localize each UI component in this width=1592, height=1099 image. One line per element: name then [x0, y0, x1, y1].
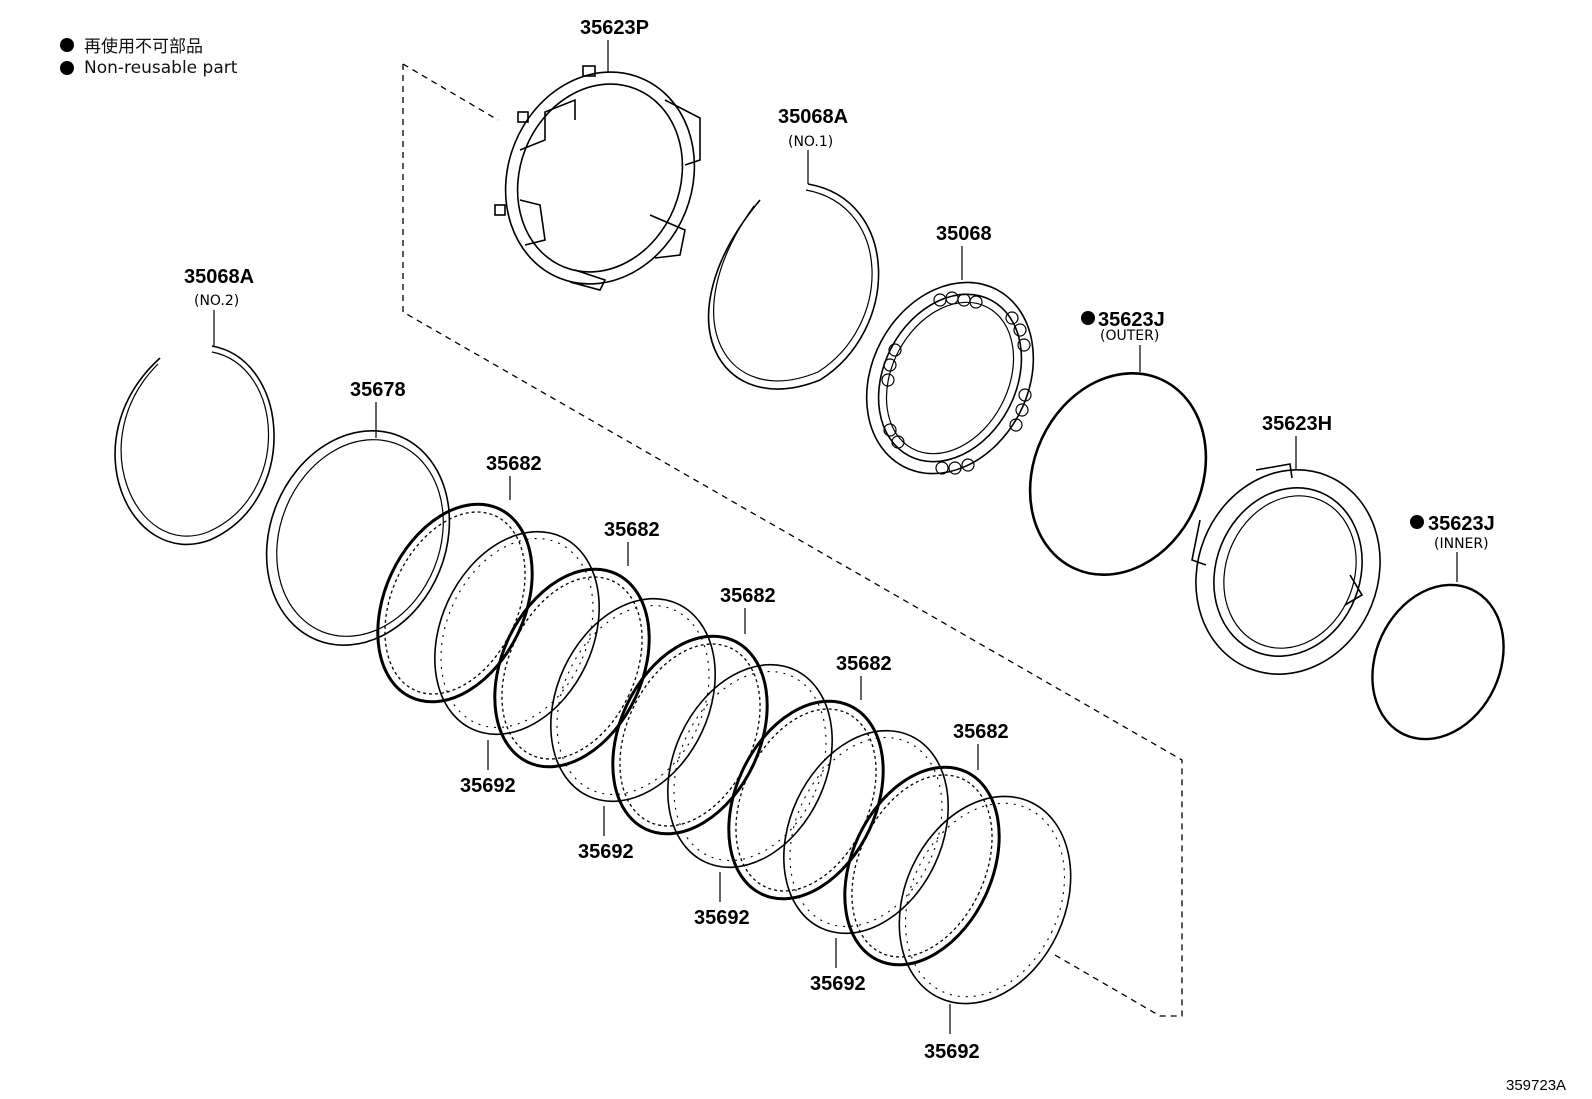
label-35692: 35692	[460, 775, 516, 797]
part-35623P-drum	[494, 65, 701, 291]
figure-id: 359723A	[1506, 1077, 1566, 1094]
clutch-plate-35692	[667, 663, 833, 869]
leader-lines	[213, 40, 1458, 1034]
part-35678-flange	[265, 430, 451, 646]
legend-row-en: Non-reusable part	[60, 58, 237, 78]
clutch-plate-35692	[783, 729, 949, 935]
part-35623J-outer-o-ring	[1028, 371, 1208, 577]
label-35682: 35682	[836, 653, 892, 675]
label-35068A-no2-sub: (NO.2)	[194, 293, 239, 309]
label-35068A-no1: 35068A	[778, 106, 848, 128]
label-35682: 35682	[953, 721, 1009, 743]
label-35682: 35682	[604, 519, 660, 541]
clutch-disc-35682	[843, 765, 1001, 967]
legend-row-jp: 再使用不可部品	[60, 32, 203, 57]
legend-text-jp: 再使用不可部品	[84, 37, 203, 57]
label-35623J-inner-sub: (INNER)	[1434, 536, 1489, 552]
label-35692: 35692	[694, 907, 750, 929]
label-35623H: 35623H	[1262, 413, 1332, 435]
part-35068A-no2-snap-ring	[114, 345, 275, 546]
non-reusable-marker-icon	[1410, 515, 1424, 529]
label-35678: 35678	[350, 379, 406, 401]
part-35623H-retainer	[1191, 463, 1381, 675]
label-35692: 35692	[924, 1041, 980, 1063]
label-35068: 35068	[936, 223, 992, 245]
label-35623J-outer-sub: (OUTER)	[1100, 328, 1159, 344]
part-35623J-inner-o-ring	[1371, 583, 1505, 741]
label-35692: 35692	[810, 973, 866, 995]
bullet-icon	[60, 61, 74, 75]
label-35692: 35692	[578, 841, 634, 863]
clutch-disc-35682	[493, 567, 651, 769]
bullet-icon	[60, 37, 74, 52]
part-35068A-no1-snap-ring	[707, 183, 880, 390]
clutch-plate-35692	[434, 530, 600, 736]
part-35068-spring-piston	[865, 281, 1035, 475]
legend-text-en: Non-reusable part	[84, 58, 238, 78]
clutch-plate-35692	[898, 795, 1072, 1005]
label-35682: 35682	[486, 453, 542, 475]
label-35068A-no2: 35068A	[184, 266, 254, 288]
label-35623J-inner: 35623J	[1428, 513, 1495, 535]
clutch-plate-35692	[550, 597, 716, 803]
label-35068A-no1-sub: (NO.1)	[788, 134, 833, 150]
label-35623J-outer: 35623J	[1098, 309, 1165, 331]
non-reusable-marker-icon	[1081, 311, 1095, 325]
assembly-boundary-top	[402, 63, 499, 121]
label-35682: 35682	[720, 585, 776, 607]
assembly-boundary	[402, 64, 1183, 1017]
label-35623P: 35623P	[580, 17, 649, 39]
